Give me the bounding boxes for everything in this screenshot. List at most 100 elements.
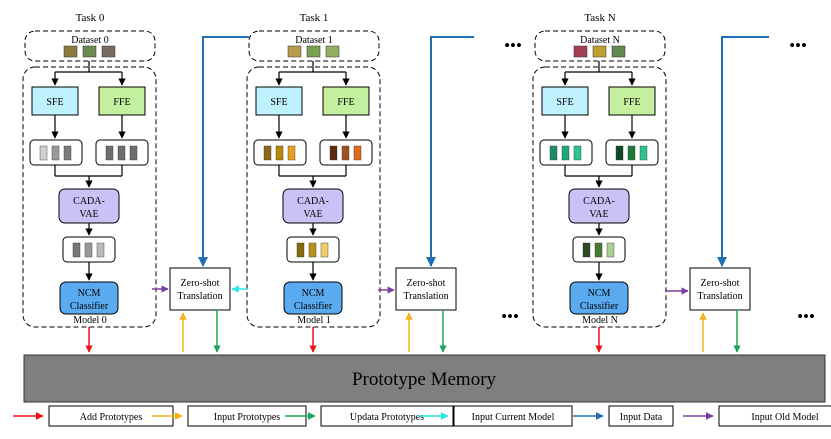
zero-shot-label-2: Translation (403, 291, 448, 302)
legend-item: Input Prototypes (152, 405, 307, 427)
feature-bar (329, 145, 338, 161)
cada-vae-label-1: CADA- (583, 196, 615, 207)
cada-vae-label-2: VAE (79, 209, 98, 220)
model-label: Model N (582, 315, 618, 326)
legend-label: Input Prototypes (214, 412, 280, 423)
ellipsis-mid: ••• (501, 307, 519, 326)
legend-item: Input Old Model (683, 405, 831, 427)
zero-shot-translation-box (169, 267, 231, 311)
ellipsis-top-2: ••• (789, 36, 807, 55)
ffe-block (322, 86, 370, 116)
ellipsis-right: ••• (797, 307, 815, 326)
legend-item: Input Data (573, 405, 674, 427)
task-title: Task 0 (76, 12, 105, 24)
feature-bar (308, 242, 317, 258)
sfe-label: SFE (270, 97, 287, 108)
zero-shot-label-1: Zero-shot (407, 278, 446, 289)
cada-vae-label-2: VAE (589, 209, 608, 220)
ncm-label-1: NCM (78, 288, 101, 299)
feature-bar (84, 242, 93, 258)
ncm-classifier-block (283, 281, 343, 315)
legend-label-box (320, 405, 454, 427)
ellipsis-top-1: ••• (504, 36, 522, 55)
dataset-thumbnail (101, 45, 116, 58)
feature-bar (353, 145, 362, 161)
feature-bar (63, 145, 72, 161)
feature-bar (287, 145, 296, 161)
cada-vae-label-1: CADA- (297, 196, 329, 207)
feature-bar (263, 145, 272, 161)
feature-bar (615, 145, 624, 161)
ncm-classifier-block (59, 281, 119, 315)
legend: Add Prototypes Input Prototypes Updata Pro… (13, 405, 831, 427)
sfe-block (255, 86, 303, 116)
model-label: Model 0 (73, 315, 107, 326)
legend-label: Input Current Model (472, 412, 555, 423)
feature-bar (582, 242, 591, 258)
connectors (152, 36, 769, 295)
dataset-thumbnail (325, 45, 340, 58)
ffe-label: FFE (113, 97, 130, 108)
feature-bar (117, 145, 126, 161)
legend-item: Input Current Model (418, 405, 573, 427)
dataset-label: Dataset N (580, 35, 620, 46)
ncm-label-1: NCM (588, 288, 611, 299)
sfe-label: SFE (556, 97, 573, 108)
feature-bar (51, 145, 60, 161)
input-data-arrow-2 (426, 36, 474, 267)
legend-label-box (718, 405, 831, 427)
feature-bar (561, 145, 570, 161)
dataset-thumbnail (592, 45, 607, 58)
legend-label: Input Old Model (751, 412, 818, 423)
ncm-label-2: Classifier (70, 301, 109, 312)
cada-vae-label-1: CADA- (73, 196, 105, 207)
legend-label: Input Data (620, 412, 663, 423)
zero-shot-translation-box (395, 267, 457, 311)
legend-label: Add Prototypes (80, 412, 143, 423)
zero-shot-label-1: Zero-shot (701, 278, 740, 289)
ncm-classifier-block (569, 281, 629, 315)
dataset-label: Dataset 1 (295, 35, 333, 46)
zero-shot-translation-box (689, 267, 751, 311)
feature-bar (639, 145, 648, 161)
ffe-label: FFE (623, 97, 640, 108)
feature-bar (96, 242, 105, 258)
feature-bar (39, 145, 48, 161)
zero-shot-label-2: Translation (697, 291, 742, 302)
prototype-memory-label: Prototype Memory (352, 369, 497, 390)
feature-bar (320, 242, 329, 258)
ffe-label: FFE (337, 97, 354, 108)
feature-bar (275, 145, 284, 161)
dataset-thumbnail (287, 45, 302, 58)
dataset-thumbnail (63, 45, 78, 58)
feature-bar (72, 242, 81, 258)
feature-bar (627, 145, 636, 161)
input-data-arrow-1 (198, 36, 249, 267)
ncm-label-2: Classifier (580, 301, 619, 312)
zero-shot-label-1: Zero-shot (181, 278, 220, 289)
feature-bar (573, 145, 582, 161)
legend-item: Add Prototypes (13, 405, 174, 427)
cada-vae-label-2: VAE (303, 209, 322, 220)
zero-shot-label-2: Translation (177, 291, 222, 302)
prototype-memory-bar (23, 354, 826, 403)
sfe-label: SFE (46, 97, 63, 108)
ffe-block (98, 86, 146, 116)
dataset-label: Dataset 0 (71, 35, 109, 46)
feature-bar (105, 145, 114, 161)
legend-label-box (453, 405, 573, 427)
feature-bar (594, 242, 603, 258)
model-label: Model 1 (297, 315, 331, 326)
legend-label: Updata Prototypes (350, 412, 424, 423)
input-data-arrow-3 (717, 36, 769, 267)
legend-item: Updata Prototypes (285, 405, 454, 427)
feature-bar (549, 145, 558, 161)
feature-bar (606, 242, 615, 258)
dataset-thumbnail (573, 45, 588, 58)
dataset-thumbnail (82, 45, 97, 58)
ncm-label-1: NCM (302, 288, 325, 299)
dataset-thumbnail (611, 45, 626, 58)
